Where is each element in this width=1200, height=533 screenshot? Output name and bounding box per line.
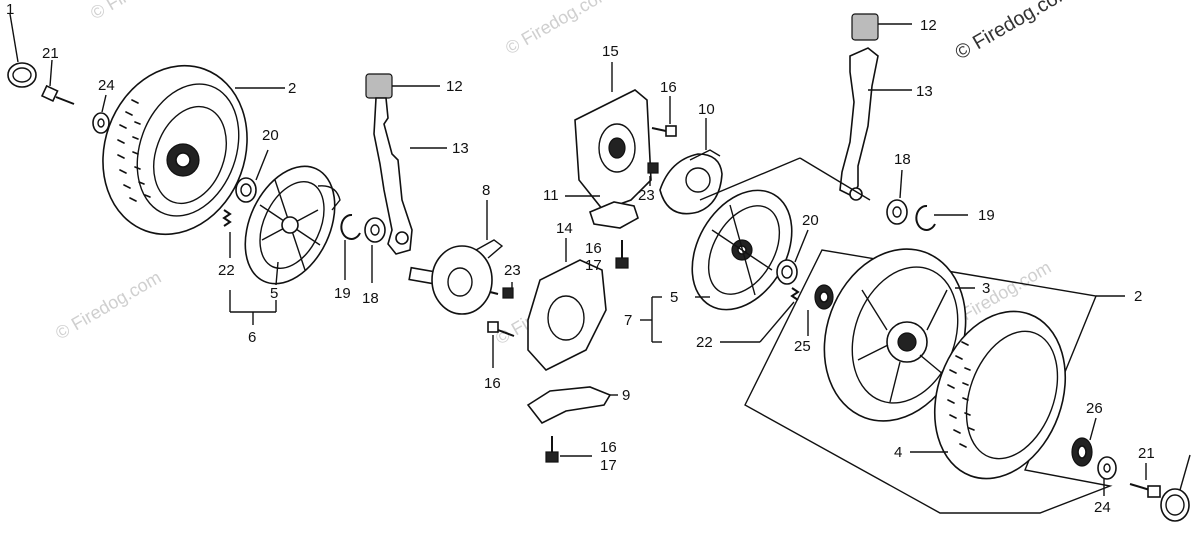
bracket-7 xyxy=(640,296,662,343)
label-part-19: 19 xyxy=(334,285,351,302)
part-24-washer-right xyxy=(1097,456,1117,496)
label-part-19: 19 xyxy=(978,207,995,224)
label-part-1: 1 xyxy=(6,1,14,18)
part-23-bolt-mid xyxy=(647,162,659,186)
label-part-16: 16 xyxy=(484,375,501,392)
label-part-21: 21 xyxy=(1138,445,1155,462)
label-part-22: 22 xyxy=(696,334,713,351)
watermark-faint: © Firedog.com xyxy=(87,0,199,23)
part-1-hub-cap xyxy=(7,13,37,88)
connection-line xyxy=(799,157,871,201)
part-16-bolt-top xyxy=(651,96,677,137)
part-1-hub-cap-right xyxy=(1160,454,1191,522)
part-24-washer-left xyxy=(92,94,110,134)
watermark-faint: © Firedog.com xyxy=(502,0,614,58)
label-part-23: 23 xyxy=(504,262,521,279)
label-part-3: 3 xyxy=(982,280,990,297)
label-part-23: 23 xyxy=(638,187,655,204)
label-part-13: 13 xyxy=(452,140,469,157)
part-18-washer-left xyxy=(364,217,386,283)
watermark-main: © Firedog.com xyxy=(952,0,1077,64)
part-19-clip-right xyxy=(915,204,968,231)
part-5-gear-cover-left xyxy=(244,165,341,286)
part-16-17-bolt-bottom xyxy=(545,436,592,463)
part-8-shaft-assembly xyxy=(408,200,504,315)
part-13-lever-left xyxy=(373,97,447,255)
part-9-bracket xyxy=(526,386,618,425)
label-part-5: 5 xyxy=(670,289,678,306)
label-part-18: 18 xyxy=(894,151,911,168)
label-part-24: 24 xyxy=(1094,499,1111,516)
part-12-knob-left xyxy=(365,73,440,99)
part-4-tire xyxy=(910,310,1067,480)
label-part-11: 11 xyxy=(543,187,559,204)
label-part-24: 24 xyxy=(98,77,115,94)
label-part-10: 10 xyxy=(698,101,715,118)
part-25-bearing xyxy=(807,284,834,336)
label-part-18: 18 xyxy=(362,290,379,307)
part-11-bracket xyxy=(565,195,639,229)
part-21-bolt-right xyxy=(1129,463,1161,498)
connection-line xyxy=(699,157,801,201)
label-part-16: 16 xyxy=(600,439,617,456)
part-26-bearing xyxy=(1071,417,1097,467)
part-20-washer-left xyxy=(235,149,269,203)
label-part-17: 17 xyxy=(600,457,617,474)
part-20-washer-right xyxy=(776,229,809,285)
label-part-8: 8 xyxy=(482,182,490,199)
label-part-22: 22 xyxy=(218,262,235,279)
part-14-plate xyxy=(527,238,607,371)
bracket-6 xyxy=(229,290,277,325)
label-part-21: 21 xyxy=(42,45,59,62)
wheel-assembly-outline xyxy=(744,249,1125,514)
part-2-wheel-left xyxy=(102,64,285,236)
label-part-12: 12 xyxy=(920,17,937,34)
label-part-13: 13 xyxy=(916,83,933,100)
part-22-spring-left xyxy=(222,209,232,258)
label-part-20: 20 xyxy=(802,212,819,229)
label-part-12: 12 xyxy=(446,78,463,95)
label-part-16: 16 xyxy=(660,79,677,96)
label-part-9: 9 xyxy=(622,387,630,404)
label-part-6: 6 xyxy=(248,329,256,346)
label-part-2: 2 xyxy=(288,80,296,97)
part-15-cover xyxy=(574,62,652,211)
part-19-clip-left xyxy=(340,213,361,280)
label-part-20: 20 xyxy=(262,127,279,144)
label-part-4: 4 xyxy=(894,444,902,461)
part-labels: 1 21 24 2 20 22 5 6 19 18 12 13 8 23 15 … xyxy=(6,1,1155,516)
label-part-2: 2 xyxy=(1134,288,1142,305)
label-part-25: 25 xyxy=(794,338,811,355)
watermark-faint: © Firedog.com xyxy=(52,267,164,343)
part-18-washer-right xyxy=(886,169,908,225)
part-16-17-bolt-mid xyxy=(615,240,629,269)
label-part-15: 15 xyxy=(602,43,619,60)
part-23-bolt-left xyxy=(489,282,514,299)
part-12-knob-right xyxy=(851,13,912,41)
label-part-7: 7 xyxy=(624,312,632,329)
label-part-14: 14 xyxy=(556,220,573,237)
part-16-bolt-low xyxy=(487,321,515,368)
part-21-bolt-left xyxy=(40,59,75,105)
part-22-spring-right xyxy=(720,287,800,343)
label-part-26: 26 xyxy=(1086,400,1103,417)
label-part-17: 17 xyxy=(585,257,602,274)
part-10-cam xyxy=(659,118,723,215)
label-part-5: 5 xyxy=(270,285,278,302)
label-part-16: 16 xyxy=(585,240,602,257)
